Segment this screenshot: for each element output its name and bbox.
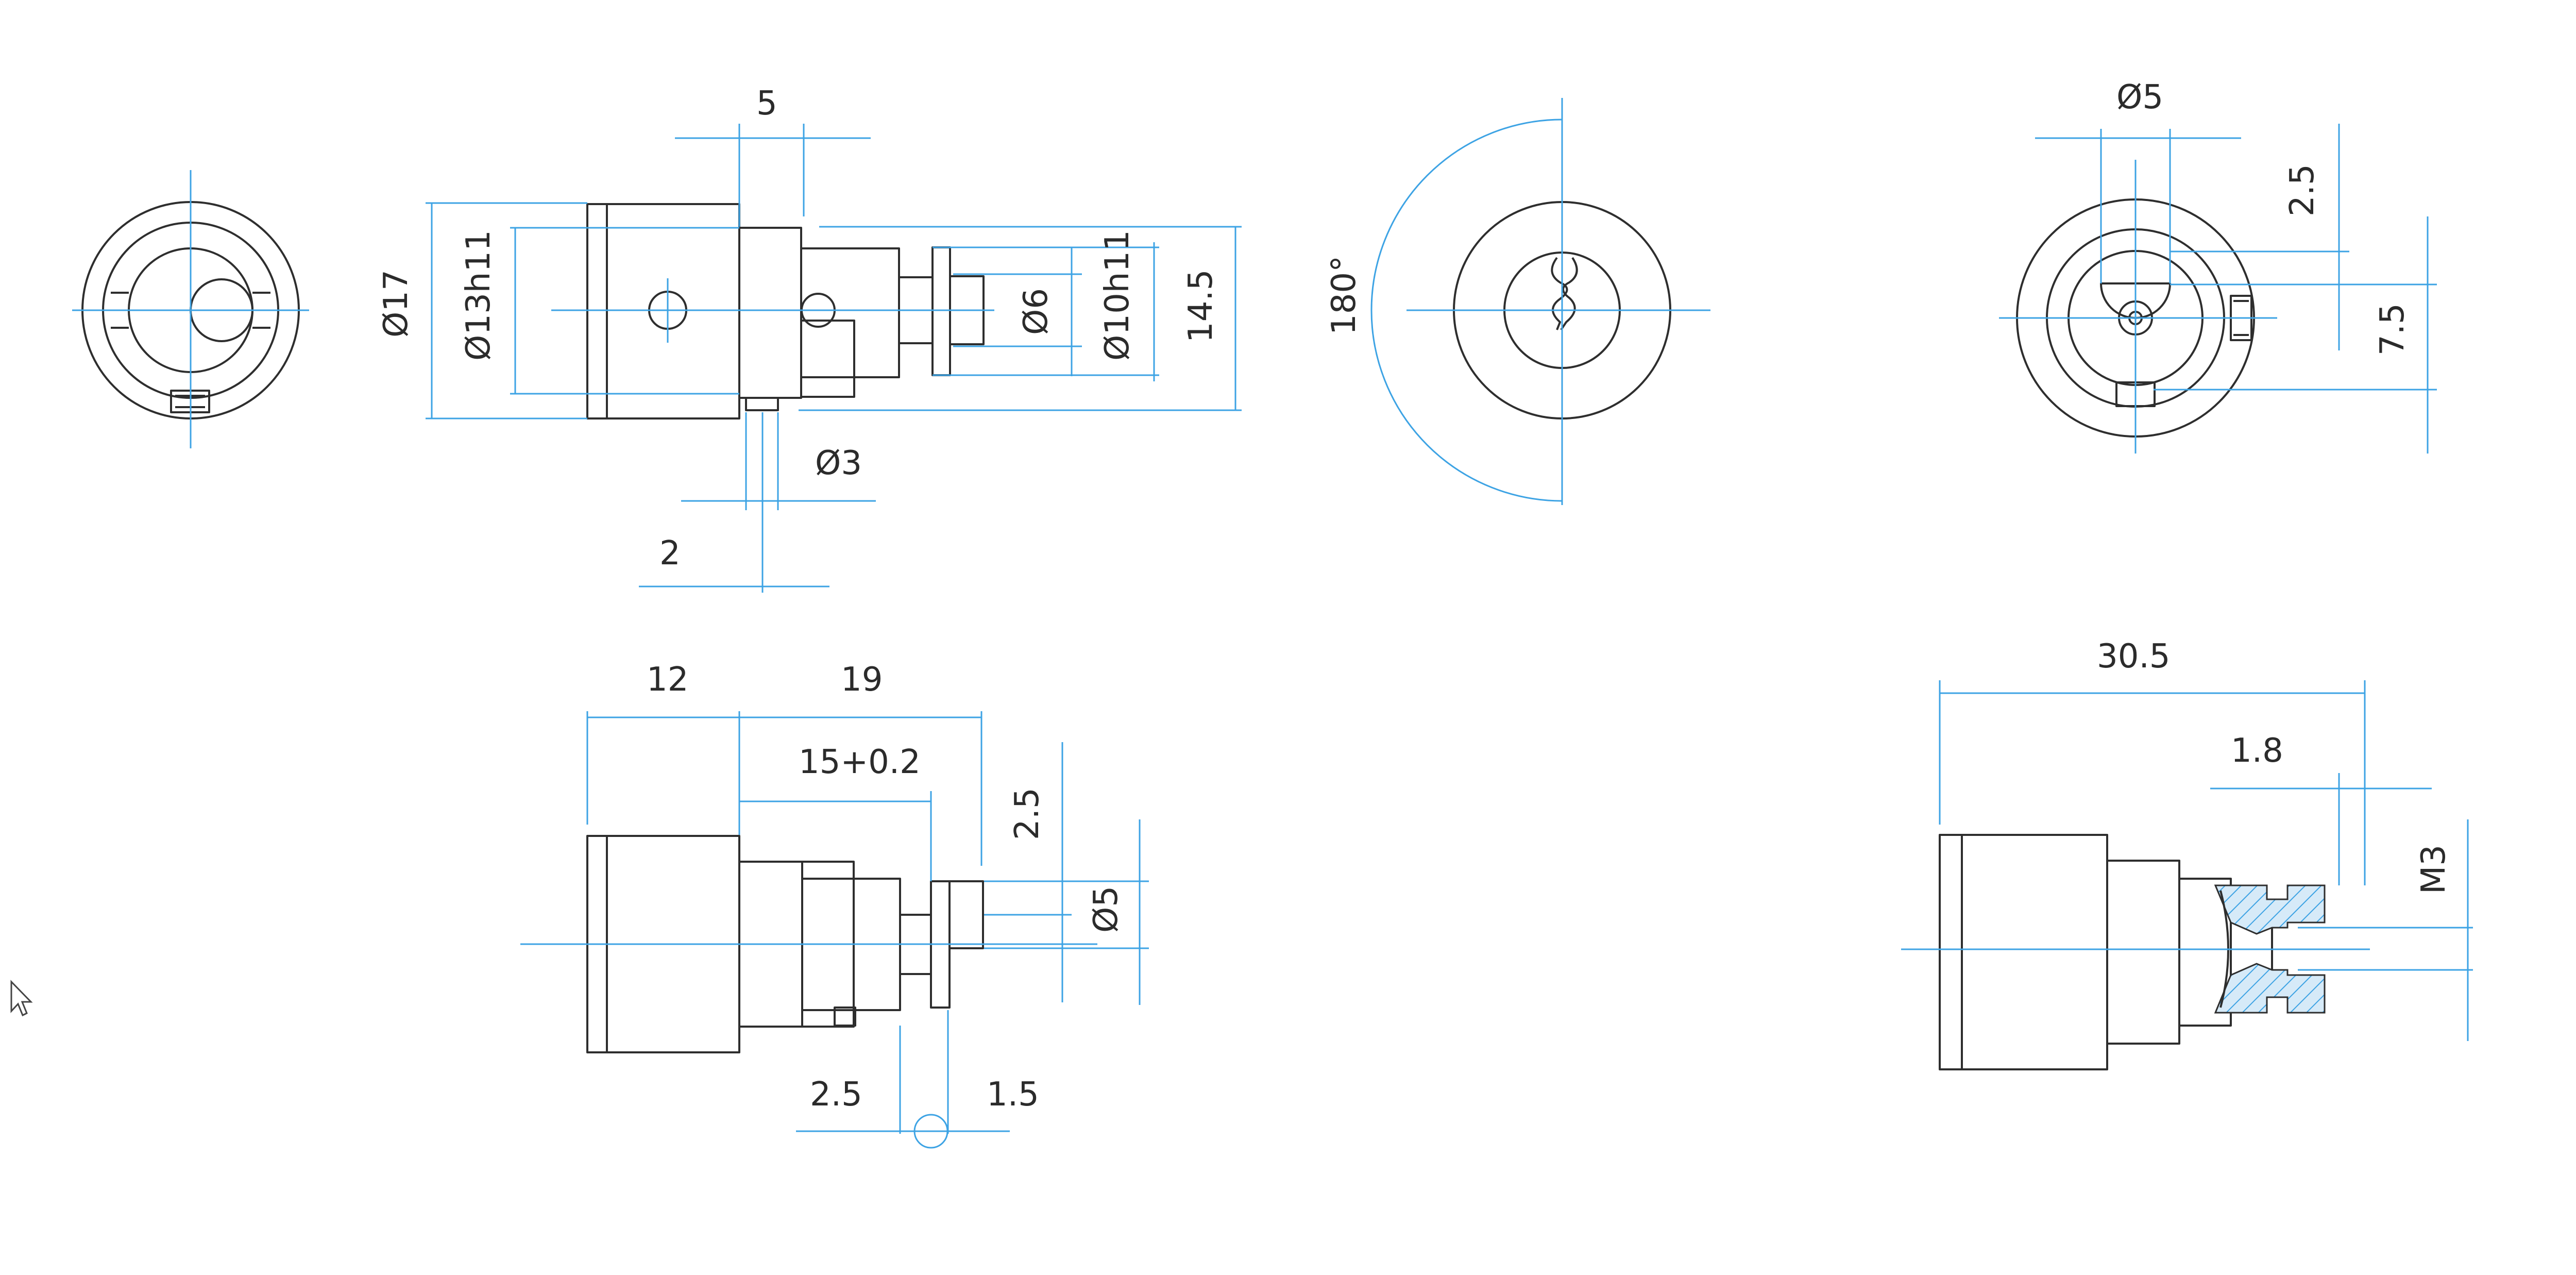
dim-15-tol: 15+0.2 — [799, 743, 921, 781]
dim-1-8: 1.8 — [2231, 732, 2283, 770]
dim-dia-3: Ø3 — [815, 444, 862, 482]
dim-7-5-right: 7.5 — [2374, 303, 2412, 356]
dim-dia-10h11: Ø10h11 — [1098, 230, 1137, 361]
dim-dia-5-bottom: Ø5 — [1087, 886, 1125, 933]
dim-dia-17: Ø17 — [377, 270, 415, 338]
end-view-left — [72, 170, 309, 448]
section-view: 30.5 1.8 M3 — [1901, 638, 2473, 1070]
dim-dia-13h11: Ø13h11 — [460, 230, 498, 361]
side-view-top: 5 Ø17 Ø13h11 Ø6 Ø10h11 14.5 Ø3 2 — [377, 85, 1242, 593]
dim-5: 5 — [756, 85, 777, 123]
dim-dia-5-right: Ø5 — [2116, 78, 2163, 116]
end-view-right: Ø5 2.5 7.5 — [1999, 78, 2437, 454]
dim-2-5-right: 2.5 — [2283, 164, 2321, 216]
dim-angle-180: 180° — [1325, 256, 1363, 335]
mouse-pointer-icon — [10, 980, 33, 1017]
dim-2-5-vertical: 2.5 — [1008, 787, 1046, 840]
side-view-bottom: 12 19 15+0.2 2.5 Ø5 2.5 1.5 — [520, 661, 1149, 1149]
dim-1-5: 1.5 — [987, 1076, 1039, 1114]
dim-m3: M3 — [2415, 845, 2453, 894]
dim-2: 2 — [659, 534, 681, 573]
dim-dia-6: Ø6 — [1017, 288, 1055, 335]
dim-2-5-bottom: 2.5 — [810, 1076, 862, 1114]
dim-19: 19 — [841, 661, 883, 699]
dim-12: 12 — [647, 661, 688, 699]
dim-14-5: 14.5 — [1182, 270, 1220, 343]
key-front-view: 180° — [1325, 98, 1710, 505]
dim-30-5: 30.5 — [2097, 638, 2171, 676]
